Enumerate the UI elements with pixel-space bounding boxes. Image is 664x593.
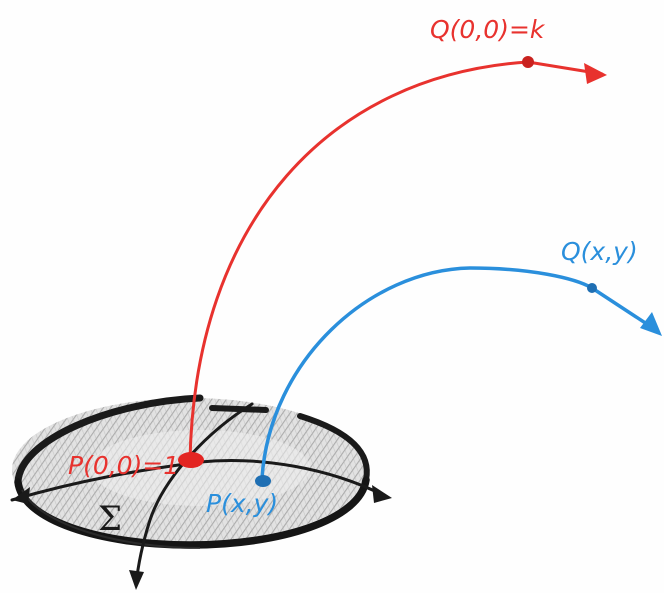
y-curve-top-bar (209, 405, 269, 413)
label-q00: Q(0,0)=k (430, 15, 546, 44)
label-pxy: P(x,y) (206, 489, 278, 518)
red-curve (178, 56, 607, 468)
blue-curve (255, 266, 662, 487)
disk-rim-back-right (297, 413, 370, 483)
red-arrowhead (584, 63, 607, 84)
disk-rim-sketch (21, 489, 201, 549)
x-curve-left-arrowhead (12, 487, 30, 504)
disk-rim-front (14, 476, 370, 549)
surface-sigma (12, 394, 370, 549)
disk-rim-back-left (14, 394, 204, 486)
y-curve-bottom-arrowhead (129, 570, 144, 590)
blue-arrowhead (640, 312, 662, 336)
label-sigma: Σ (98, 499, 122, 539)
label-qxy: Q(x,y) (561, 237, 638, 266)
blue-trajectory (260, 266, 594, 480)
red-trajectory (188, 60, 530, 462)
disk-highlight (90, 430, 310, 506)
point-pxy (255, 475, 271, 487)
x-curve-right-arrowhead (372, 485, 392, 503)
y-coordinate-curve (134, 402, 254, 587)
point-q00 (522, 56, 534, 68)
point-qxy (587, 283, 597, 293)
label-p00: P(0,0)=1 (68, 451, 179, 480)
point-p00 (178, 452, 204, 468)
